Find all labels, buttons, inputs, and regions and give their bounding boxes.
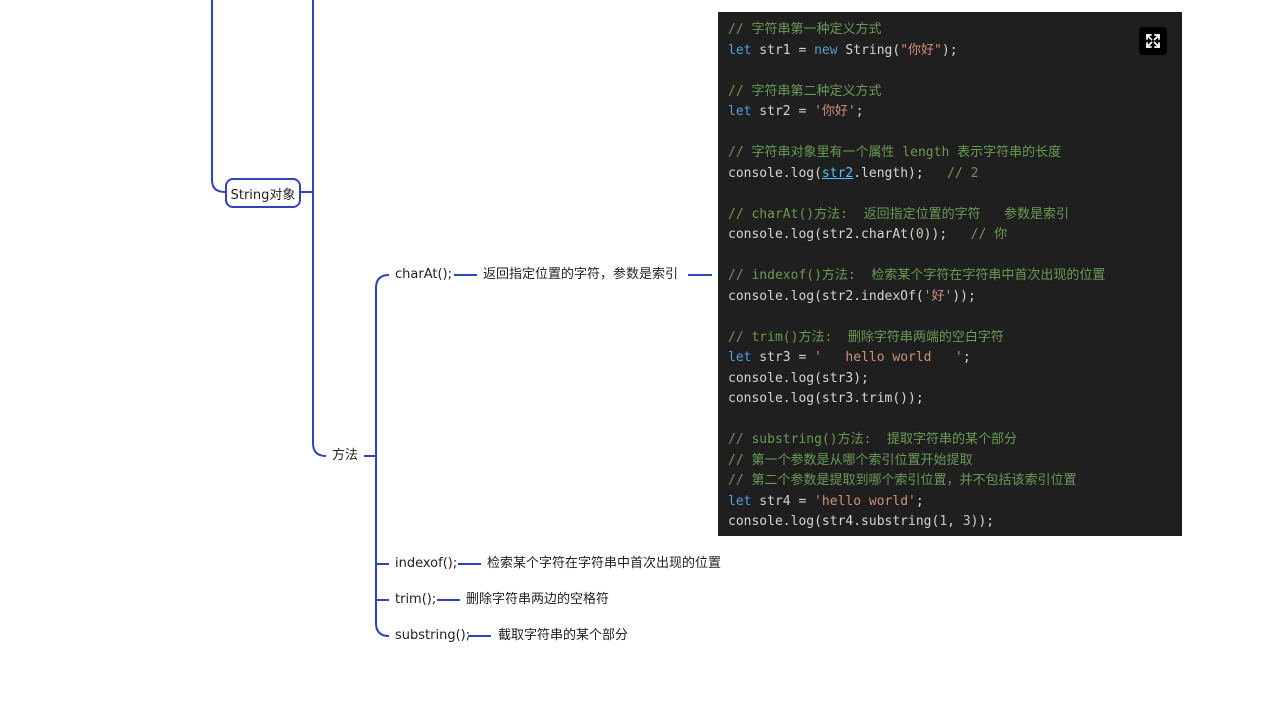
code-text: console.log(str2.charAt(	[728, 227, 916, 242]
code-keyword: new	[814, 42, 838, 58]
root-node-string-object[interactable]: String对象	[225, 178, 301, 208]
method-node-indexof[interactable]: indexof();	[395, 555, 457, 573]
expand-button[interactable]	[1139, 27, 1167, 55]
code-image: // 字符串第一种定义方式 let str1 = new String("你好"…	[718, 12, 1182, 536]
method-name: trim();	[395, 592, 437, 607]
method-desc-trim[interactable]: 删除字符串两边的空格符	[466, 591, 609, 609]
code-comment: // 你	[947, 227, 1008, 242]
code-text: console.log(	[728, 165, 822, 181]
method-desc-indexof[interactable]: 检索某个字符在字符串中首次出现的位置	[487, 555, 721, 573]
code-text: str2 =	[751, 104, 815, 119]
code-text: console.log(str3.trim());	[728, 391, 924, 406]
method-desc: 返回指定位置的字符，参数是索引	[483, 267, 679, 282]
code-text: ;	[962, 350, 971, 365]
method-desc: 检索某个字符在字符串中首次出现的位置	[487, 556, 722, 571]
code-comment: // 第一个参数是从哪个索引位置开始提取	[728, 452, 973, 468]
code-text: console.log(str3);	[728, 370, 869, 386]
code-text: ));	[952, 288, 976, 304]
code-string: '你好'	[814, 104, 856, 119]
code-number: 0	[915, 227, 924, 242]
method-node-charat[interactable]: charAt();	[395, 266, 452, 284]
method-desc-charat[interactable]: 返回指定位置的字符，参数是索引	[483, 266, 678, 284]
code-comment: // charAt()方法: 返回指定位置的字符 参数是索引	[728, 206, 1070, 222]
code-text: .length);	[853, 165, 924, 181]
code-number: 3	[962, 514, 971, 529]
branch-node-methods[interactable]: 方法	[332, 447, 358, 465]
root-node-label: String对象	[230, 187, 296, 203]
code-link: str2	[821, 165, 854, 181]
code-text: String(	[837, 42, 901, 58]
code-text: str1 =	[751, 42, 815, 58]
code-text: ,	[947, 514, 963, 529]
code-string: '好'	[923, 288, 953, 304]
code-text: str4 =	[751, 493, 815, 509]
code-keyword: let	[728, 42, 752, 58]
code-keyword: let	[728, 350, 752, 365]
code-comment: // 字符串第一种定义方式	[728, 22, 882, 37]
method-name: indexof();	[395, 556, 458, 571]
code-keyword: let	[728, 493, 752, 509]
code-block: // 字符串第一种定义方式 let str1 = new String("你好"…	[728, 20, 1172, 533]
code-comment: // trim()方法: 删除字符串两端的空白字符	[728, 329, 1004, 345]
method-desc-substring[interactable]: 截取字符串的某个部分	[498, 627, 628, 645]
method-node-trim[interactable]: trim();	[395, 591, 436, 609]
code-text: );	[941, 42, 958, 58]
code-comment: // substring()方法: 提取字符串的某个部分	[728, 432, 1018, 447]
method-node-substring[interactable]: substring();	[395, 627, 470, 645]
method-desc: 截取字符串的某个部分	[498, 628, 629, 643]
code-comment: // 字符串第二种定义方式	[728, 83, 882, 99]
code-comment: // 2	[923, 165, 979, 181]
code-text: ));	[970, 514, 995, 529]
code-number: 1	[939, 514, 948, 529]
code-text: ;	[915, 493, 924, 509]
code-text: ));	[923, 227, 948, 242]
code-text: ;	[855, 104, 864, 119]
code-text: console.log(str4.substring(	[728, 514, 940, 529]
method-desc: 删除字符串两边的空格符	[466, 592, 610, 607]
method-name: substring();	[395, 628, 471, 643]
code-text: str3 =	[751, 350, 815, 365]
code-comment: // 字符串对象里有一个属性 length 表示字符串的长度	[728, 145, 1062, 160]
code-keyword: let	[728, 104, 752, 119]
code-string: ' hello world '	[814, 350, 963, 365]
code-text: console.log(str2.indexOf(	[728, 288, 924, 304]
code-comment: // indexof()方法: 检索某个字符在字符串中首次出现的位置	[728, 268, 1106, 283]
code-string: "你好"	[900, 42, 942, 58]
branch-node-label: 方法	[332, 448, 359, 463]
code-string: 'hello world'	[814, 493, 916, 509]
code-comment: // 第二个参数是提取到哪个索引位置，并不包括该索引位置	[728, 473, 1077, 488]
expand-icon	[1146, 34, 1160, 48]
method-name: charAt();	[395, 267, 452, 282]
